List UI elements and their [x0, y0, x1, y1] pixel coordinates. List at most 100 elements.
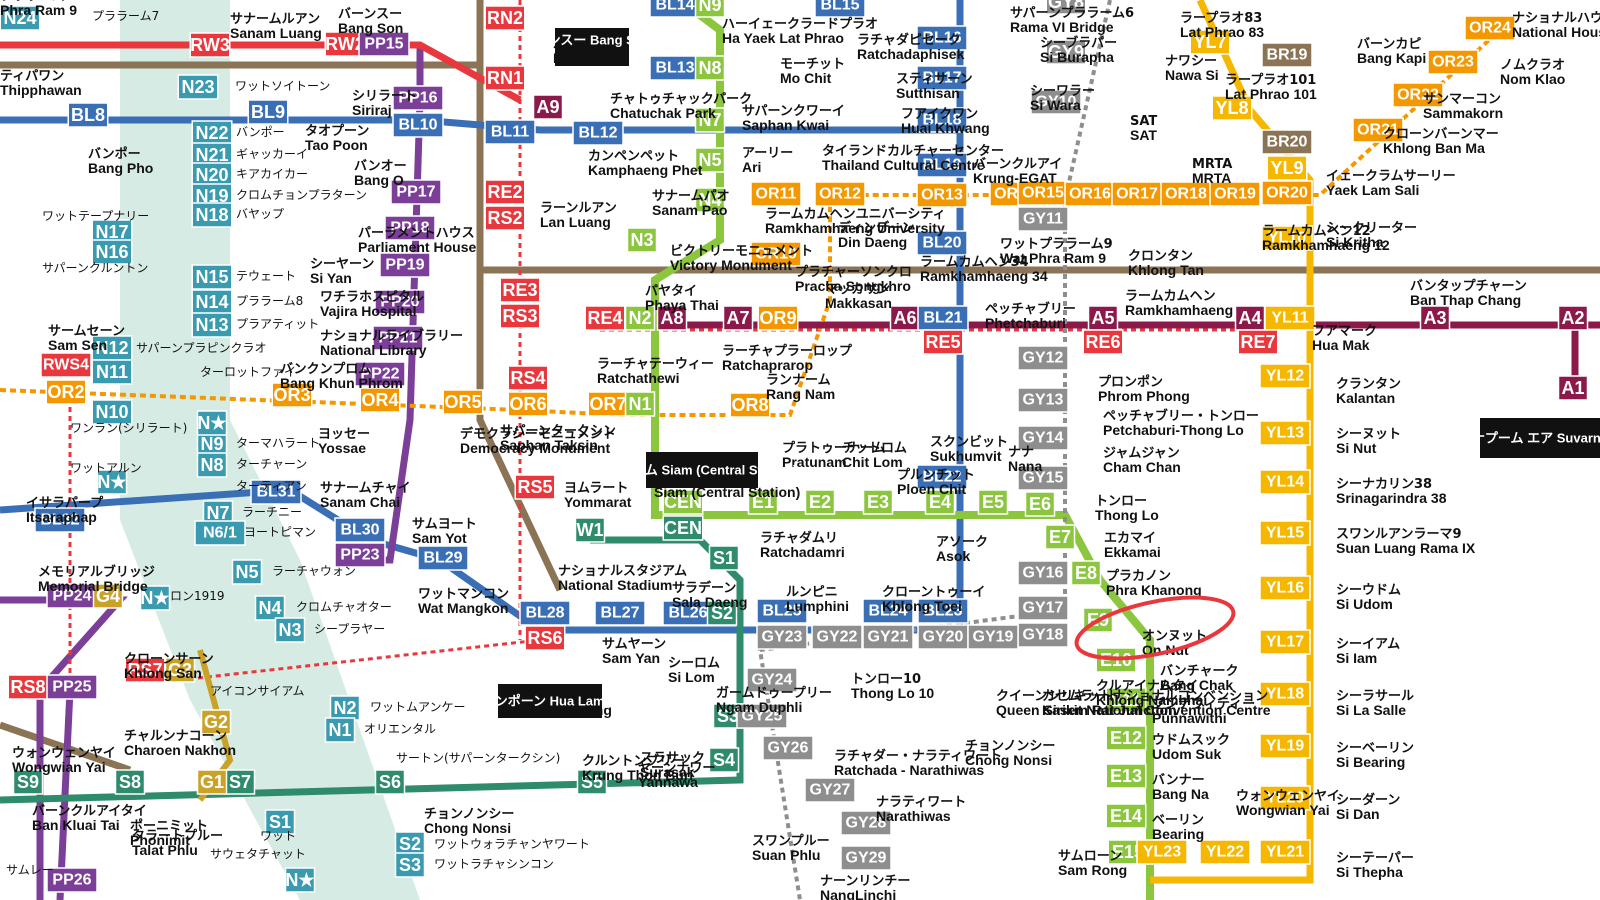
station-code-a1[interactable]: A1: [1557, 375, 1589, 401]
station-code-gy23[interactable]: GY23: [756, 624, 808, 650]
station-code-n4[interactable]: N4: [254, 595, 286, 621]
station-code-bl27[interactable]: BL27: [594, 600, 646, 626]
station-code-gy13[interactable]: GY13: [1017, 387, 1069, 413]
station-code-gy20[interactable]: GY20: [917, 624, 969, 650]
station-code-a5[interactable]: A5: [1087, 305, 1119, 331]
station-code-yl8[interactable]: YL8: [1211, 95, 1253, 121]
station-code-n10[interactable]: N10: [91, 399, 133, 425]
station-code-a9[interactable]: A9: [532, 94, 564, 120]
station-code-rn1[interactable]: RN1: [484, 65, 526, 91]
station-code-or19[interactable]: OR19: [1209, 181, 1261, 207]
station-code-bl31[interactable]: BL31: [250, 479, 302, 505]
station-code-gy29[interactable]: GY29: [840, 845, 892, 871]
station-code-e12[interactable]: E12: [1105, 725, 1147, 751]
station-code-bl32[interactable]: BL32: [34, 507, 86, 533]
station-code-bl20[interactable]: BL20: [916, 230, 968, 256]
station-code-n4[interactable]: N4: [694, 187, 726, 213]
station-code-bl9[interactable]: BL9: [247, 99, 289, 125]
station-code-gy15[interactable]: GY15: [1017, 465, 1069, 491]
station-code-bl17[interactable]: BL17: [916, 65, 968, 91]
station-code-pp22[interactable]: PP22: [354, 361, 406, 387]
station-code-or4[interactable]: OR4: [359, 387, 401, 413]
station-code-a6[interactable]: A6: [889, 305, 921, 331]
station-code-pp25[interactable]: PP25: [46, 674, 98, 700]
station-code-gy24[interactable]: GY24: [746, 667, 798, 693]
station-code-bl23[interactable]: BL23: [917, 598, 969, 624]
station-code-gy21[interactable]: GY21: [862, 624, 914, 650]
station-code-a4[interactable]: A4: [1234, 305, 1266, 331]
station-code-rs3[interactable]: RS3: [499, 303, 541, 329]
station-code-yl12[interactable]: YL12: [1259, 363, 1311, 389]
station-code-e8[interactable]: E8: [1070, 560, 1102, 586]
station-code-yl15[interactable]: YL15: [1259, 520, 1311, 546]
station-code-re2[interactable]: RE2: [484, 179, 526, 205]
station-code-rw2[interactable]: RW2: [324, 31, 366, 57]
station-code-pp24[interactable]: PP24: [46, 583, 98, 609]
station-code-pp17[interactable]: PP17: [390, 179, 442, 205]
station-code-s6[interactable]: S6: [374, 769, 406, 795]
station-code-or13[interactable]: OR13: [916, 182, 968, 208]
station-code-n5[interactable]: N5: [694, 147, 726, 173]
station-code-e4[interactable]: E4: [924, 489, 956, 515]
station-code-rs7[interactable]: RS7: [124, 657, 166, 683]
station-code-pp15[interactable]: PP15: [358, 31, 410, 57]
station-code-gy19[interactable]: GY19: [967, 624, 1019, 650]
station-code-rs2[interactable]: RS2: [484, 205, 526, 231]
station-code-bl12[interactable]: BL12: [572, 120, 624, 146]
station-code-bl15[interactable]: BL15: [814, 0, 866, 18]
station-code-gy9[interactable]: GY9: [1045, 39, 1087, 65]
station-code-pp23[interactable]: PP23: [334, 542, 386, 568]
station-code-n23[interactable]: N23: [177, 74, 219, 100]
station-code-or20[interactable]: OR20: [1261, 180, 1313, 206]
station-code-n16[interactable]: N16: [91, 239, 133, 265]
station-code-yl11[interactable]: YL11: [1264, 305, 1316, 331]
station-code-bl18[interactable]: BL18: [916, 107, 968, 133]
station-code-or7[interactable]: OR7: [587, 391, 629, 417]
station-code-or12[interactable]: OR12: [814, 181, 866, 207]
station-code-rws4[interactable]: RWS4: [40, 352, 92, 378]
station-code-yl7[interactable]: YL7: [1189, 29, 1231, 55]
station-code-e7[interactable]: E7: [1044, 524, 1076, 550]
station-code-or17[interactable]: OR17: [1111, 181, 1163, 207]
station-code-n11[interactable]: N11: [91, 359, 133, 385]
station-code-bl11[interactable]: BL11: [484, 119, 536, 145]
station-code-e11[interactable]: E11: [1105, 687, 1147, 713]
station-code-n3[interactable]: N3: [626, 227, 658, 253]
station-code-re7[interactable]: RE7: [1237, 329, 1279, 355]
station-code-rs6[interactable]: RS6: [524, 625, 566, 651]
station-code-n18[interactable]: N18: [191, 202, 233, 228]
station-code-yl16[interactable]: YL16: [1259, 575, 1311, 601]
station-code-n[interactable]: N★: [284, 867, 315, 893]
station-code-bl28[interactable]: BL28: [519, 600, 571, 626]
station-code-n61[interactable]: N6/1: [194, 520, 246, 546]
station-code-gy22[interactable]: GY22: [811, 624, 863, 650]
station-code-s1[interactable]: S1: [264, 809, 296, 835]
station-code-yl18[interactable]: YL18: [1259, 681, 1311, 707]
station-code-gy10[interactable]: GY10: [1030, 89, 1082, 115]
station-code-s4[interactable]: S4: [708, 747, 740, 773]
station-code-n7[interactable]: N7: [694, 107, 726, 133]
station-code-n1[interactable]: N1: [624, 391, 656, 417]
station-code-re3[interactable]: RE3: [499, 277, 541, 303]
station-code-or11[interactable]: OR11: [750, 181, 802, 207]
station-code-g4[interactable]: G4: [92, 583, 124, 609]
station-code-gy28[interactable]: GY28: [840, 810, 892, 836]
station-code-re4[interactable]: RE4: [584, 305, 626, 331]
station-code-s7[interactable]: S7: [224, 769, 256, 795]
station-code-pp26[interactable]: PP26: [46, 867, 98, 893]
station-code-gy11[interactable]: GY11: [1017, 206, 1069, 232]
station-code-g2[interactable]: G2: [200, 709, 232, 735]
station-code-n[interactable]: N★: [196, 410, 227, 436]
station-code-yl10[interactable]: YL10: [1261, 225, 1313, 251]
station-code-bl8[interactable]: BL8: [67, 102, 109, 128]
station-code-yl13[interactable]: YL13: [1259, 420, 1311, 446]
station-code-n[interactable]: N★: [96, 469, 127, 495]
station-code-pp21[interactable]: PP21: [372, 325, 424, 351]
station-code-n20[interactable]: N20: [191, 162, 233, 188]
station-code-br19[interactable]: BR19: [1261, 42, 1313, 68]
station-code-n24[interactable]: N24: [0, 5, 41, 31]
station-code-rs8[interactable]: RS8: [7, 674, 49, 700]
station-code-s9[interactable]: S9: [12, 769, 44, 795]
station-code-yl20[interactable]: YL20: [1259, 785, 1311, 811]
station-code-or10[interactable]: OR10: [750, 241, 802, 267]
